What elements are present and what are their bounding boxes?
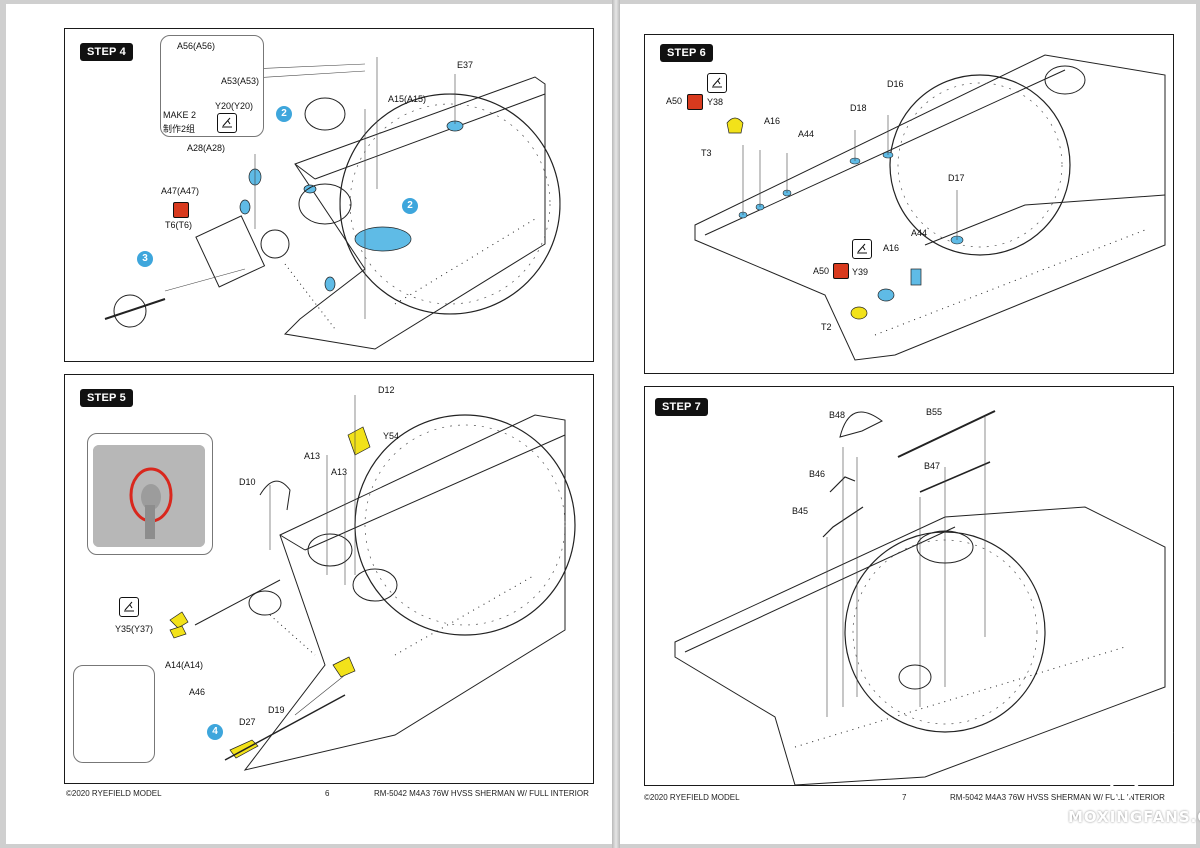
watermark-text: MOXINGFANS.COM (1068, 808, 1200, 826)
part-label: D19 (268, 705, 285, 715)
cut-photoetch-icon (119, 597, 139, 617)
part-label: Y39 (852, 267, 869, 277)
step-5-panel: STEP 5 D12 Y54 A13 A13 D10 Y35(Y37) A14(… (64, 374, 594, 784)
make-quantity-label: MAKE 2 (163, 110, 197, 120)
step-7-panel: STEP 7 B48 B55 B46 B47 B45 (644, 386, 1174, 786)
callout-number: 2 (276, 106, 292, 122)
right-page-number: 7 (902, 793, 907, 802)
part-label: B46 (809, 469, 826, 479)
part-label: A16 (883, 243, 900, 253)
step-5-title: STEP 5 (80, 389, 133, 407)
part-label: A16 (764, 116, 781, 126)
part-label: A15(A15) (388, 94, 427, 104)
decal-swap-icon (687, 94, 703, 110)
callout-number: 3 (137, 251, 153, 267)
part-label: D27 (239, 717, 256, 727)
step-4-panel: STEP 4 A56(A56) A53(A53) Y20(Y20) MAKE 2… (64, 28, 594, 362)
step-4-diagram (104, 57, 593, 350)
decal-down-icon (173, 202, 189, 218)
part-label: D12 (378, 385, 395, 395)
part-label: A14(A14) (165, 660, 204, 670)
step-6-diagram (694, 54, 1166, 361)
step-4-subassembly-inset (160, 35, 264, 137)
part-label: A44 (798, 129, 815, 139)
step-4-title: STEP 4 (80, 43, 133, 61)
step-6-title: STEP 6 (660, 44, 713, 62)
step-7-title: STEP 7 (655, 398, 708, 416)
step-6-panel: STEP 6 A50 Y38 A16 A44 T3 D18 D16 D17 A1… (644, 34, 1174, 374)
part-label: Y20(Y20) (215, 101, 254, 111)
right-footer-copyright: ©2020 RYEFIELD MODEL (644, 793, 740, 802)
decal-swap-icon (833, 263, 849, 279)
make-quantity-label-cn: 制作2组 (163, 124, 196, 134)
step-7-diagram (674, 410, 1166, 785)
part-label: Y38 (707, 97, 724, 107)
part-label: D17 (948, 173, 965, 183)
part-label: D10 (239, 477, 256, 487)
book-gutter (612, 0, 620, 848)
part-label: A44 (911, 228, 928, 238)
part-label: Y35(Y37) (115, 624, 154, 634)
part-label: B48 (829, 410, 846, 420)
step-5-diagram (84, 395, 576, 771)
part-label: A13 (304, 451, 321, 461)
part-label: A28(A28) (187, 143, 226, 153)
paper-plane-logo (1060, 732, 1174, 814)
cut-photoetch-icon (707, 73, 727, 93)
part-label: D18 (850, 103, 867, 113)
part-label: T3 (701, 148, 712, 158)
pe-bending-inset (73, 665, 155, 763)
cut-photoetch-icon (217, 113, 237, 133)
part-label: D16 (887, 79, 904, 89)
left-footer-copyright: ©2020 RYEFIELD MODEL (66, 789, 162, 798)
detail-photo (93, 445, 205, 547)
part-label: A56(A56) (177, 41, 216, 51)
part-label: A46 (189, 687, 206, 697)
part-label: A53(A53) (221, 76, 260, 86)
cut-photoetch-icon (852, 239, 872, 259)
right-footer-title: RM-5042 M4A3 76W HVSS SHERMAN W/ FULL IN… (950, 793, 1165, 802)
part-label: T6(T6) (165, 220, 192, 230)
part-label: Y54 (383, 431, 400, 441)
part-label: B45 (792, 506, 809, 516)
callout-number: 2 (402, 198, 418, 214)
part-label: A50 (666, 96, 683, 106)
part-label: B55 (926, 407, 943, 417)
part-label: E37 (457, 60, 474, 70)
part-label: B47 (924, 461, 941, 471)
callout-number: 4 (207, 724, 223, 740)
part-label: A47(A47) (161, 186, 200, 196)
part-label: A13 (331, 467, 348, 477)
part-label: T2 (821, 322, 832, 332)
left-footer-title: RM-5042 M4A3 76W HVSS SHERMAN W/ FULL IN… (374, 789, 589, 798)
left-page-number: 6 (325, 789, 330, 798)
part-label: A50 (813, 266, 830, 276)
